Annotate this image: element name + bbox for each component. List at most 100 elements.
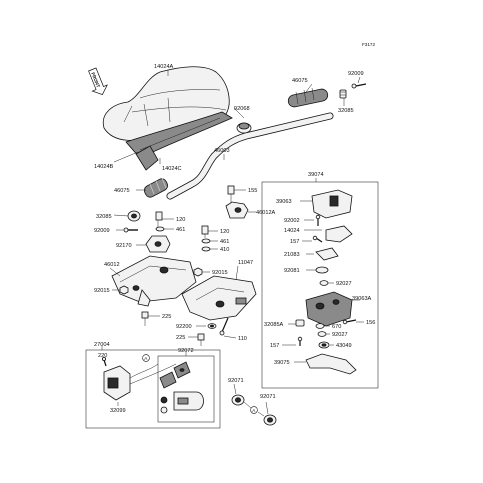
label-39063A: 39063A (352, 296, 372, 302)
label-110: 110 (238, 336, 247, 342)
label-27004: 27004 (94, 342, 110, 348)
label-92027-b: 92027 (332, 332, 348, 338)
label-92068: 92068 (234, 106, 250, 112)
part-461-washer-b (201, 238, 211, 244)
label-157-b: 157 (270, 343, 279, 349)
label-225-a: 225 (162, 314, 171, 320)
label-225-b: 225 (176, 335, 185, 341)
assembly-box-39074 (261, 181, 379, 389)
part-225-bolt-a (141, 311, 149, 326)
part-43049-cap (318, 341, 330, 349)
label-14024: 14024 (284, 228, 300, 234)
label-46012: 46012 (104, 262, 120, 268)
part-120-bolt-a (155, 211, 163, 228)
part-92072-cable-clamp (159, 361, 204, 414)
part-92002-screw (315, 214, 321, 226)
part-46075-grip-left (143, 177, 169, 198)
part-39063-switch-case (311, 189, 353, 219)
label-92002: 92002 (284, 218, 300, 224)
label-92009-left: 92009 (94, 228, 110, 234)
label-92015-b: 92015 (94, 288, 110, 294)
label-92200: 92200 (176, 324, 192, 330)
part-461-washer-a (155, 226, 165, 232)
label-14024C: 14024C (162, 166, 182, 172)
figure-code: F3172 (362, 42, 375, 47)
label-92071-a: 92071 (228, 378, 244, 384)
part-92071-collar-b (263, 414, 277, 426)
label-32085A: 32085A (264, 322, 284, 328)
label-32085-top: 32085 (338, 108, 354, 114)
part-39075-lever (305, 353, 357, 375)
part-220-screw (102, 356, 107, 367)
label-11047: 11047 (238, 260, 253, 266)
connector-marker-a-1: A (142, 354, 150, 362)
label-46075-left: 46075 (114, 188, 130, 194)
label-39063: 39063 (276, 199, 292, 205)
part-157-screw-a (312, 235, 323, 243)
part-92027-b-ring (317, 331, 327, 337)
part-92009-screw-top (351, 83, 367, 89)
part-157-screw-b (297, 336, 303, 346)
label-14024A: 14024A (154, 64, 174, 70)
part-46012A-clamp-upper (225, 201, 249, 219)
part-92068-plug (236, 122, 252, 134)
part-11047-bracket (181, 275, 257, 321)
label-120-b: 120 (220, 229, 229, 235)
part-92027-a-ring (319, 280, 329, 286)
part-92015-nut-b (119, 285, 129, 295)
label-39074: 39074 (308, 172, 324, 178)
part-32085A-bush (295, 319, 305, 327)
label-39075: 39075 (274, 360, 290, 366)
part-92009-screw-left (123, 227, 138, 233)
part-225-bolt-b (197, 333, 205, 346)
label-92081: 92081 (284, 268, 300, 274)
label-461-b: 461 (220, 239, 229, 245)
part-120-bolt-b (201, 225, 209, 238)
label-155: 155 (248, 188, 257, 194)
label-46003: 46003 (214, 148, 230, 154)
label-92170: 92170 (116, 243, 132, 249)
part-21083-spring (315, 247, 339, 261)
seat-assembly (102, 66, 233, 171)
part-410-washer (201, 246, 211, 252)
label-46012A: 46012A (256, 210, 276, 216)
part-92081-spring (315, 266, 329, 274)
label-46075-top: 46075 (292, 78, 308, 84)
label-120-a: 120 (176, 217, 185, 223)
svg-text:A: A (144, 356, 148, 361)
label-157-a: 157 (290, 239, 299, 245)
label-21083: 21083 (284, 252, 300, 258)
label-220: 220 (98, 353, 107, 359)
label-461-a: 461 (176, 227, 185, 233)
part-92071-collar-a (231, 394, 245, 406)
connector-marker-a-2: A (250, 406, 258, 414)
svg-text:A: A (252, 408, 256, 413)
label-32085-left: 32085 (96, 214, 112, 220)
part-32099-throttle-housing (103, 363, 177, 401)
part-670-ring (315, 323, 325, 329)
part-46003-handlebar (166, 112, 334, 200)
label-92009-top: 92009 (348, 71, 364, 77)
part-46012-handle-holder (111, 255, 197, 307)
part-155-bolt (227, 185, 235, 204)
label-410: 410 (220, 247, 229, 253)
part-92200-washer (207, 323, 217, 329)
label-43049: 43049 (336, 343, 352, 349)
label-92015-a: 92015 (212, 270, 228, 276)
part-39063A-switch-case-lower (305, 291, 353, 327)
assembly-box-27004 (85, 349, 221, 429)
label-92027-a: 92027 (336, 281, 352, 287)
label-92071-b: 92071 (260, 394, 276, 400)
label-156: 156 (366, 320, 375, 326)
part-156-screw (342, 319, 357, 325)
part-32085-bar-end-top (339, 89, 347, 99)
part-32085-bar-end-left (127, 210, 141, 222)
part-92170-clamp (145, 235, 171, 253)
part-92015-nut-a (193, 267, 203, 277)
label-14024B: 14024B (94, 164, 114, 170)
label-92072: 92072 (178, 348, 194, 354)
part-110-bolt (219, 317, 229, 336)
front-direction-marker: FRONT (88, 67, 108, 95)
